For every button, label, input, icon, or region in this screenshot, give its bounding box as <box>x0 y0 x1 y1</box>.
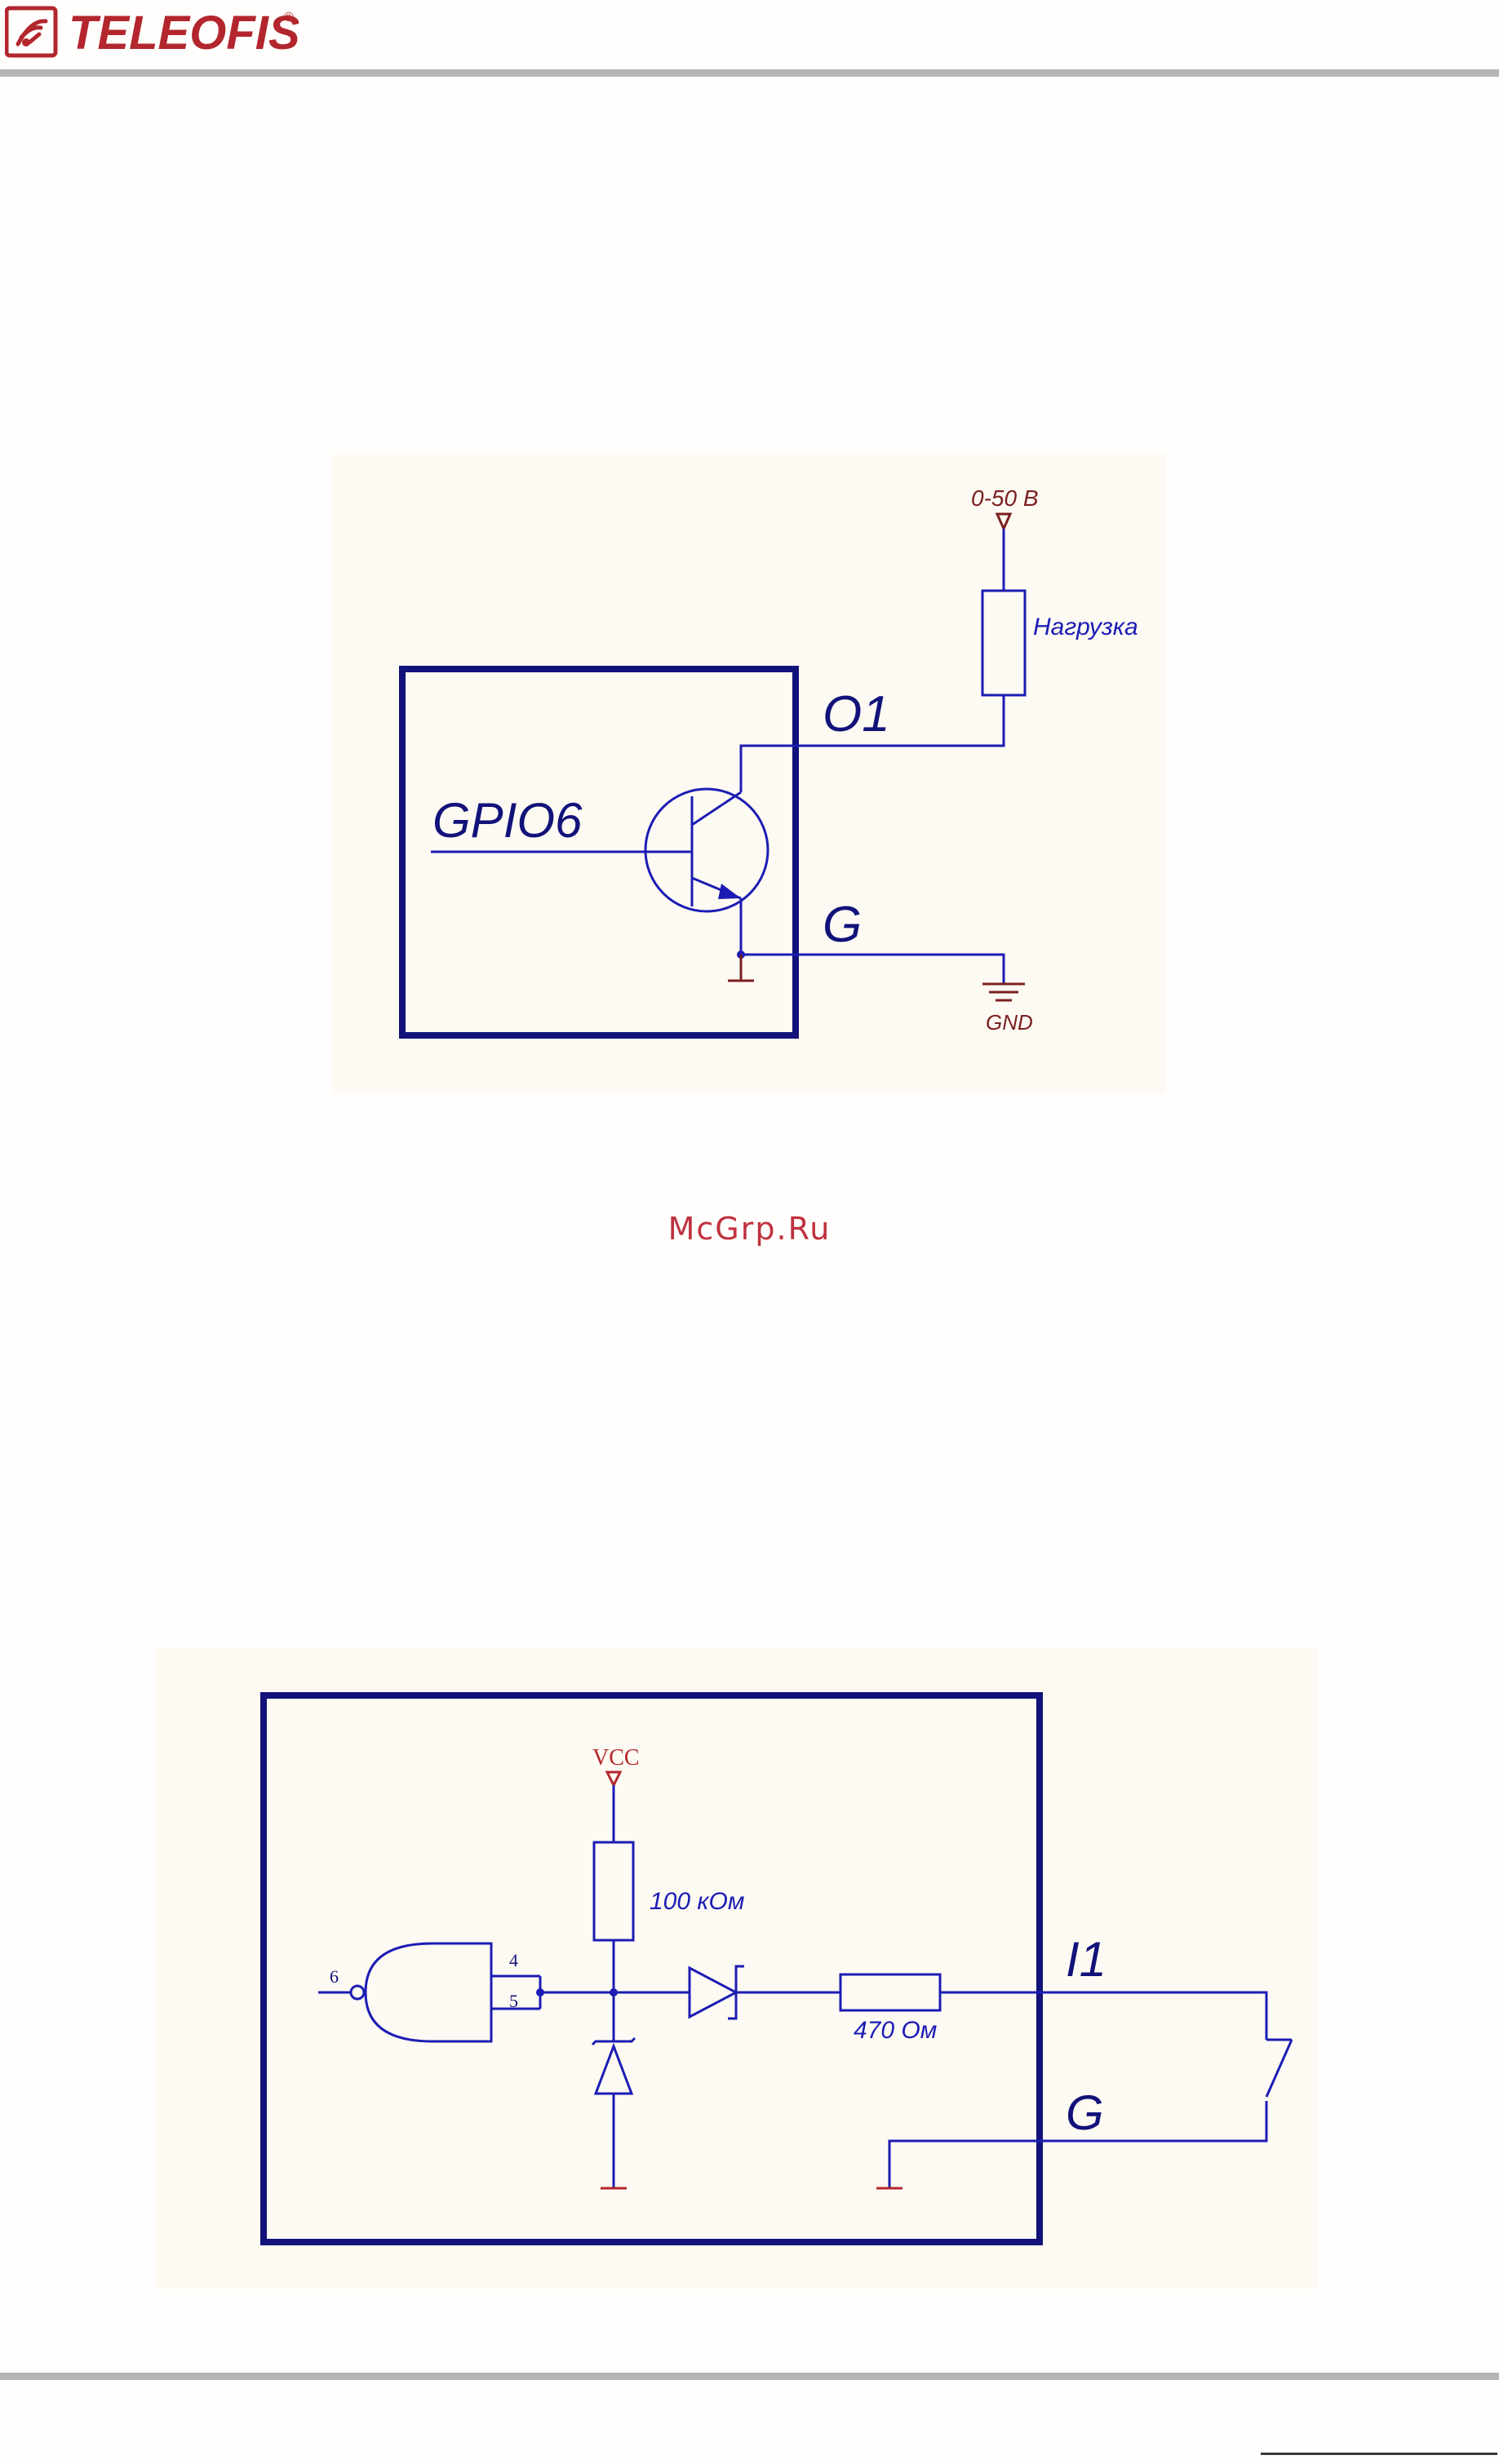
gate-pin-6: 6 <box>330 1966 339 1987</box>
header-divider <box>0 69 1499 77</box>
page-header: TELEOFIS ® <box>0 0 1499 78</box>
signal-dot-icon <box>22 38 30 47</box>
watermark-text: McGrp.Ru <box>0 1211 1499 1247</box>
ground-pin-label: G <box>823 897 862 953</box>
footer-divider <box>0 2373 1499 2380</box>
gpio-label: GPIO6 <box>432 793 583 848</box>
input-pin-label: I1 <box>1066 1932 1107 1987</box>
brand-name: TELEOFIS <box>69 7 299 60</box>
pullup-label: 100 кОм <box>650 1888 744 1915</box>
load-label: Нагрузка <box>1033 614 1138 640</box>
gate-pin-4: 4 <box>509 1950 518 1970</box>
junction-dot <box>610 1988 618 1996</box>
gate-pin-5: 5 <box>509 1991 518 2011</box>
output-circuit-diagram: 0-50 В Нагрузка GND O1 G GPIO6 <box>333 454 1165 1093</box>
input-circuit-diagram: VCC 100 кОм 470 Ом I1 G 6 4 5 <box>155 1648 1318 2289</box>
gnd-label: GND <box>986 1010 1033 1035</box>
logo-frame-icon <box>7 8 55 55</box>
diagram-background <box>333 454 1165 1093</box>
footer-underline <box>1261 2453 1497 2455</box>
signal-icon <box>18 21 46 44</box>
ground-pin-label: G <box>1066 2085 1104 2140</box>
registered-mark: ® <box>284 11 294 24</box>
vcc-label: VCC <box>592 1745 640 1770</box>
supply-label: 0-50 В <box>971 485 1039 511</box>
series-resistor-label: 470 Ом <box>854 2017 937 2044</box>
junction-dot <box>536 1988 544 1996</box>
output-pin-label: O1 <box>823 686 890 742</box>
teleofis-logo: TELEOFIS ® <box>5 3 299 60</box>
